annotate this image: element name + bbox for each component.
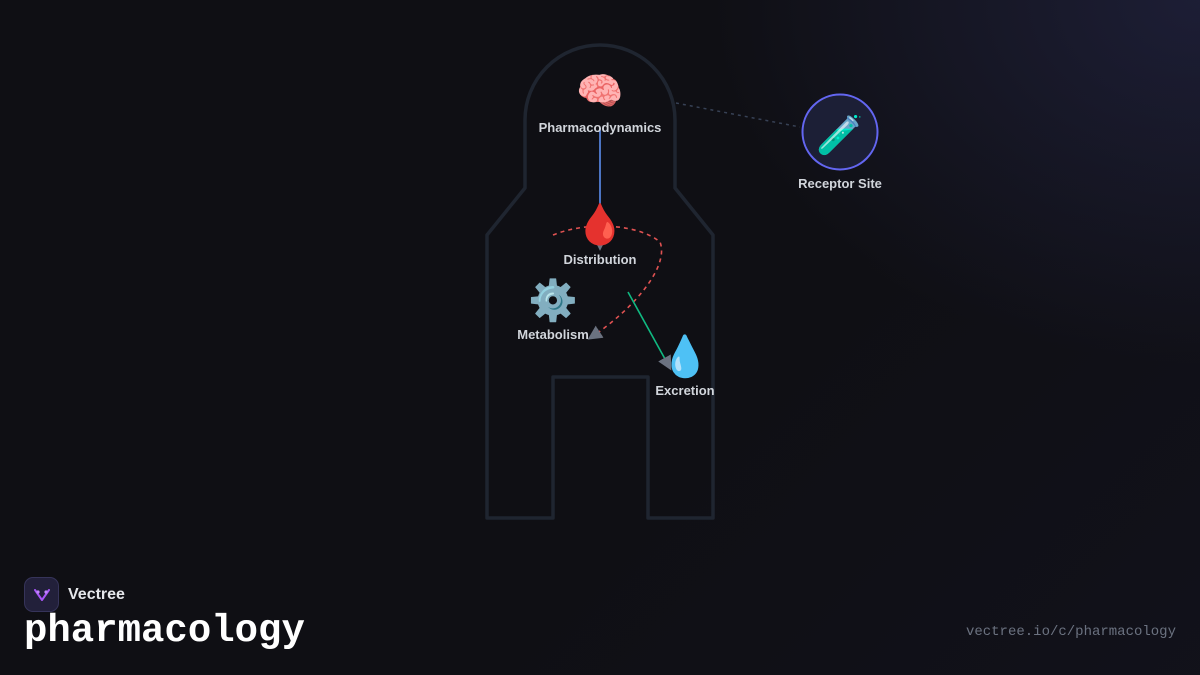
metabolism-label: Metabolism [517, 327, 589, 342]
distribution-to-metabolism-edge [552, 225, 663, 340]
brand[interactable]: Vectree [24, 577, 125, 612]
page-title: pharmacology [24, 609, 305, 653]
distribution-label: Distribution [564, 252, 637, 267]
gear-icon: ⚙️ [528, 277, 578, 324]
vectree-logo-icon [24, 577, 59, 612]
receptor-site-label: Receptor Site [798, 176, 882, 191]
pharmacodynamics-label: Pharmacodynamics [539, 120, 662, 135]
to-excretion-edge [627, 291, 672, 371]
node-receptor-site[interactable]: 🧪 Receptor Site [798, 93, 882, 192]
blood-drop-icon: 🩸 [575, 201, 625, 248]
node-pharmacodynamics[interactable]: 🧠 Pharmacodynamics [539, 69, 662, 135]
droplet-icon: 💧 [660, 333, 710, 380]
excretion-label: Excretion [655, 383, 714, 398]
page-url[interactable]: vectree.io/c/pharmacology [965, 624, 1176, 640]
test-tube-icon: 🧪 [816, 113, 863, 157]
node-metabolism[interactable]: ⚙️ Metabolism [517, 277, 589, 342]
node-excretion[interactable]: 💧 Excretion [655, 333, 714, 398]
body-silhouette [485, 43, 715, 520]
receptor-connector [675, 102, 801, 128]
brain-icon: 🧠 [576, 69, 623, 113]
brand-name: Vectree [68, 585, 125, 603]
receptor-circle [801, 93, 879, 171]
node-distribution[interactable]: 🩸 Distribution [564, 201, 637, 267]
